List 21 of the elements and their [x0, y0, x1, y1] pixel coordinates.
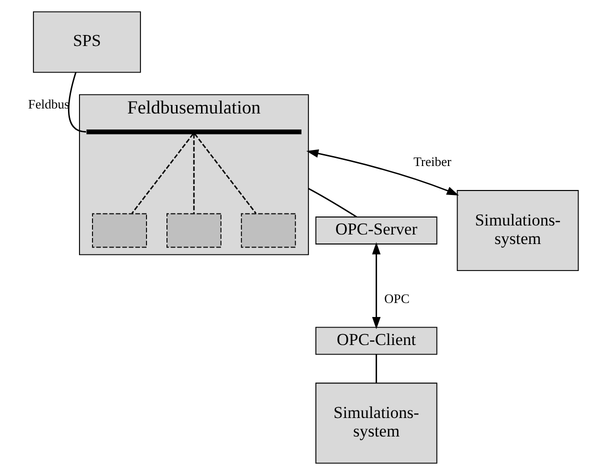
connector — [308, 188, 357, 218]
connector — [194, 133, 256, 214]
connector — [375, 354, 377, 383]
node-bar — [86, 130, 301, 134]
edge-label: Feldbus — [28, 96, 69, 112]
node-box: OPC-Client — [314, 326, 437, 355]
node-box — [166, 213, 221, 248]
edge-label: OPC — [384, 290, 410, 306]
node-box — [240, 213, 296, 248]
node-box — [92, 213, 146, 248]
node-box: OPC-Server — [314, 216, 437, 244]
cluster: Feldbusemulation — [78, 94, 308, 256]
connector — [192, 134, 194, 214]
edge-label: Treiber — [413, 154, 451, 170]
connector — [68, 72, 86, 133]
arrow — [306, 149, 458, 196]
connector — [130, 133, 194, 214]
node-box: SPS — [32, 11, 140, 73]
node-box: Simulations- system — [314, 382, 437, 464]
node-box: Simulations- system — [456, 190, 578, 271]
arrow — [372, 242, 380, 330]
